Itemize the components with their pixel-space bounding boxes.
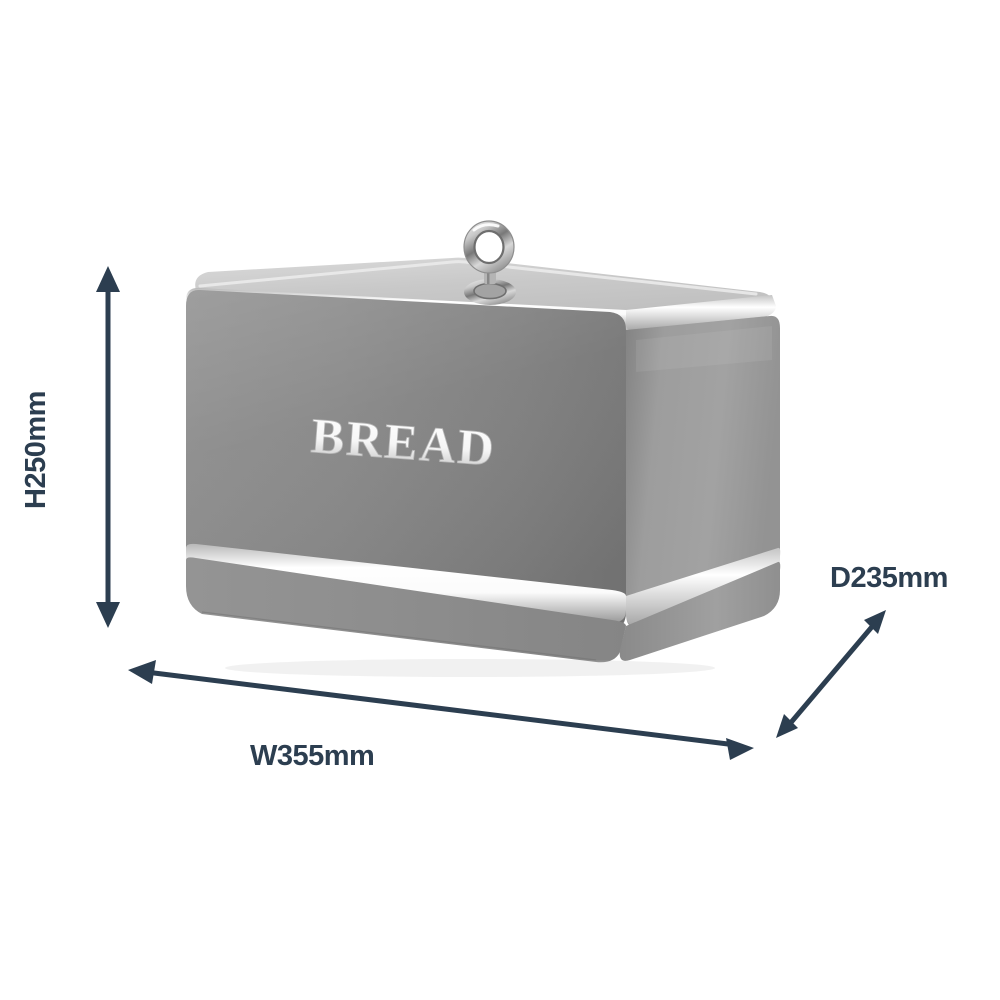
depth-dimension-label: D235mm <box>830 562 948 594</box>
base-chrome-band <box>186 543 781 625</box>
bread-word-text: BREAD <box>309 407 498 476</box>
width-dimension-label: W355mm <box>250 740 375 772</box>
height-dimension-label: H250mm <box>20 391 52 509</box>
bread-bin-base-plinth <box>186 557 781 663</box>
bread-embossed-text: BREAD <box>309 407 498 477</box>
bread-bin-side-panel <box>626 315 780 627</box>
lid-knob-ring <box>463 220 516 305</box>
